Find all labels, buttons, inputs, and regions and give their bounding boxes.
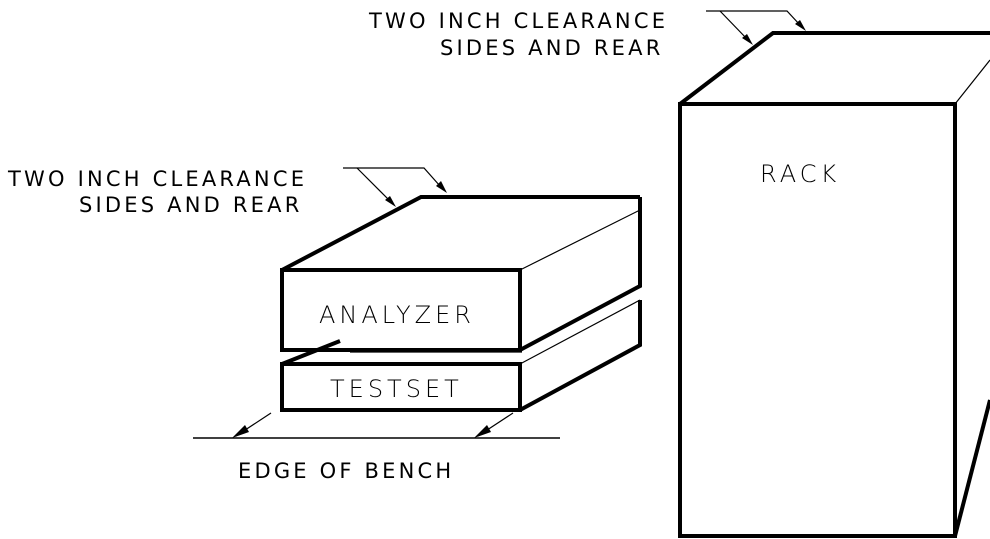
bench-left-arrowhead	[232, 425, 249, 438]
testset-label: TESTSET	[330, 375, 463, 403]
rack-label: RACK	[760, 160, 840, 188]
rack-side-bottom-edge	[953, 399, 990, 537]
rack-cabinet	[678, 31, 990, 538]
rack-top-edge	[678, 31, 990, 106]
testset-top-edge	[281, 339, 341, 366]
analyzer-clearance-line2: SIDES AND REAR	[79, 193, 303, 217]
bench-right-arrowhead	[474, 425, 491, 438]
rack-clearance-line1: TWO INCH CLEARANCE	[368, 9, 668, 33]
bench-label: EDGE OF BENCH	[238, 459, 454, 483]
analyzer-box	[280, 195, 642, 352]
rack-top-right-edge	[954, 59, 990, 105]
rack-clearance-line2: SIDES AND REAR	[440, 36, 664, 60]
analyzer-clearance-line1: TWO INCH CLEARANCE	[7, 167, 307, 191]
analyzer-top-edge	[281, 195, 640, 272]
analyzer-side-edge	[519, 197, 642, 352]
rack-clearance-leader	[706, 10, 806, 45]
analyzer-clearance-leader	[343, 167, 447, 207]
bench-edge	[193, 412, 560, 439]
testset-side-edge	[519, 300, 642, 412]
testset-top-back-edge	[519, 299, 641, 365]
analyzer-label: ANALYZER	[319, 301, 475, 329]
analyzer-top-front-edge	[519, 209, 641, 271]
